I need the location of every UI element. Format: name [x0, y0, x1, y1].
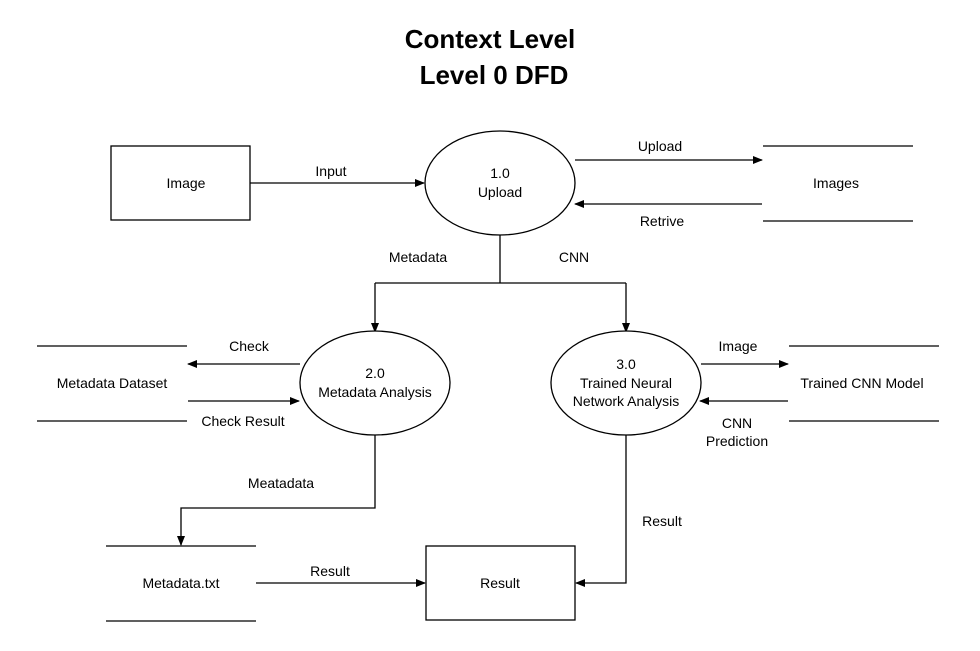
flow-meatadata-arrow [177, 435, 376, 546]
flow-upload-label: Upload [638, 138, 682, 154]
flow-check-label: Check [229, 338, 270, 354]
flow-metadata-label: Metadata [389, 249, 448, 265]
diagram-title-line1: Context Level [405, 24, 576, 54]
entity-image-box [110, 145, 251, 221]
flow-meatadata-label: Meatadata [248, 475, 314, 491]
process-2-circle [299, 330, 451, 436]
process-2-number: 2.0 [365, 365, 385, 381]
flow-result-from-p3-label: Result [642, 513, 682, 529]
process-1-name: Upload [478, 184, 522, 200]
diagram-title-line2: Level 0 DFD [420, 60, 569, 90]
flow-check-result-label: Check Result [201, 413, 284, 429]
flow-image-label: Image [719, 338, 758, 354]
flow-retrive-label: Retrive [640, 213, 685, 229]
flow-result-from-p3-arrow [575, 435, 627, 587]
store-metadata-dataset-label: Metadata Dataset [57, 375, 168, 391]
process-3-name-line1: Trained Neural [580, 375, 672, 391]
process-3-name-line2: Network Analysis [573, 393, 680, 409]
entity-result-label: Result [480, 575, 520, 591]
store-images-label: Images [813, 175, 859, 191]
flow-result-from-txt-label: Result [310, 563, 350, 579]
flow-cnn-prediction-label-line1: CNN [722, 415, 752, 431]
process-3-number: 3.0 [616, 356, 636, 372]
flow-input-label: Input [315, 163, 346, 179]
store-metadata-txt-label: Metadata.txt [142, 575, 219, 591]
process-2-name: Metadata Analysis [318, 384, 432, 400]
process-1-number: 1.0 [490, 165, 510, 181]
entity-image-label: Image [167, 175, 206, 191]
process-1-circle [424, 130, 576, 236]
entity-result-box [425, 545, 576, 621]
store-trained-model-label: Trained CNN Model [800, 375, 923, 391]
flow-cnn-prediction-label-line2: Prediction [706, 433, 768, 449]
flow-cnn-label: CNN [559, 249, 589, 265]
